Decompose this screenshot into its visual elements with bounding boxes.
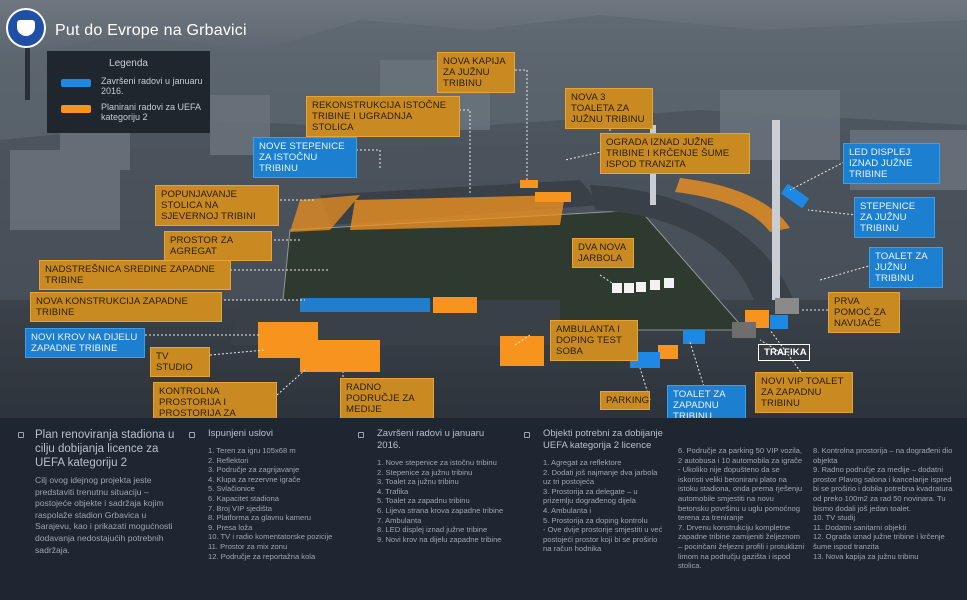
label-popunjavanje: Popunjavanje stolica na sjevernoj tribin… bbox=[155, 185, 279, 226]
intro-text: Cilj ovog idejnog projekta jeste predsta… bbox=[35, 475, 173, 555]
list-item: - Ove dvije prostorije smjestiti u već p… bbox=[543, 525, 663, 554]
list-item: 11. Dodatni sanitarni objekti bbox=[813, 522, 907, 532]
list-item: 13. Nova kapija za južnu tribinu bbox=[813, 551, 919, 561]
objekti-list-1: 1. Agregat za reflektore 2. Dodati još n… bbox=[543, 458, 665, 554]
list-item: 4. Trafika bbox=[377, 486, 409, 496]
label-tv-studio: TV studio bbox=[150, 347, 210, 377]
bullet-marker bbox=[189, 432, 195, 438]
legend-pole bbox=[25, 48, 30, 100]
label-rekonstrukcija-istocne: Rekonstrukcija istočne tribine i ugradnj… bbox=[306, 96, 460, 137]
list-item: 9. Novi krov na dijelu zapadne tribine bbox=[377, 534, 502, 544]
legend-label-completed: Završeni radovi u januaru 2016. bbox=[101, 76, 203, 96]
label-prva-pomoc: Prva pomoć za navijače bbox=[828, 292, 900, 333]
list-item: 5. Svlačionice bbox=[208, 484, 255, 494]
label-toalet-juzna: Toalet za južnu tribinu bbox=[869, 247, 943, 288]
label-led-displej: LED displej iznad južne tribine bbox=[843, 143, 940, 184]
list-item: 3. Toalet za južnu tribinu bbox=[377, 477, 459, 487]
bullet-marker bbox=[358, 432, 364, 438]
ispunjeni-column: Ispunjeni uslovi 1. Teren za igru 105x68… bbox=[208, 428, 348, 561]
legend-swatch-completed bbox=[61, 79, 91, 87]
label-nova-konstrukcija: Nova konstrukcija zapadne tribine bbox=[30, 292, 222, 322]
legend: Legenda Završeni radovi u januaru 2016. … bbox=[47, 51, 210, 133]
list-item: - Ukoliko nije dopušteno da se iskoristi… bbox=[678, 465, 803, 523]
list-item: 12. Ograda iznad južne tribine i krčenje… bbox=[813, 532, 945, 551]
label-dva-jarbola: Dva nova jarbola bbox=[572, 238, 634, 268]
list-item: 10. TV studij bbox=[813, 513, 856, 523]
list-item: 4. Ambulanta i bbox=[543, 505, 592, 515]
ispunjeni-list: 1. Teren za igru 105x68 m 2. Reflektori … bbox=[208, 446, 348, 561]
label-novi-krov: Novi krov na dijelu zapadne tribine bbox=[25, 328, 145, 358]
legend-title: Legenda bbox=[109, 58, 148, 69]
label-nova-kapija: Nova kapija za južnu tribinu bbox=[437, 52, 515, 93]
label-trafika: Trafika bbox=[758, 344, 810, 361]
list-item: 6. Područje za parking 50 VIP vozila, 2 … bbox=[678, 446, 803, 465]
objekti-column-2: 6. Područje za parking 50 VIP vozila, 2 … bbox=[678, 440, 806, 571]
info-panel: Plan renoviranja stadiona u cilju dobija… bbox=[0, 418, 967, 600]
list-item: 4. Klupa za rezervne igrače bbox=[208, 474, 301, 484]
label-ambulanta: Ambulanta i doping test soba bbox=[550, 320, 638, 361]
list-item: 1. Nove stepenice za istočnu tribinu bbox=[377, 458, 497, 467]
list-item: 1. Agregat za reflektore bbox=[543, 458, 622, 467]
list-item: 7. Broj VIP sjedišta bbox=[208, 503, 273, 513]
objekti-column-3: 8. Kontrolna prostorija – na dograđeni d… bbox=[813, 440, 958, 561]
label-ograda: Ograda iznad južne tribine i krčenje šum… bbox=[600, 133, 750, 174]
club-logo bbox=[6, 8, 46, 48]
list-item: 2. Reflektori bbox=[208, 455, 249, 465]
intro-heading: Plan renoviranja stadiona u cilju dobija… bbox=[35, 429, 175, 469]
label-radno: Radno područje za medije bbox=[340, 378, 434, 418]
list-item: 8. Platforma za glavnu kameru bbox=[208, 513, 311, 523]
list-item: 3. Područje za zagrijavanje bbox=[208, 465, 300, 475]
list-item: 10. TV i radio komentatorske pozicije bbox=[208, 532, 333, 542]
list-item: 6. Lijeva strana krova zapadne tribine bbox=[377, 505, 504, 515]
label-nadstresnica: Nadstrešnica sredine zapadne tribine bbox=[39, 260, 231, 290]
label-nove-stepenice: Nove stepenice za istočnu tribinu bbox=[253, 137, 357, 178]
list-item: 7. Ambulanta bbox=[377, 515, 422, 525]
intro-column: Plan renoviranja stadiona u cilju dobija… bbox=[35, 428, 175, 556]
page-title: Put do Evrope na Grbavici bbox=[55, 22, 247, 39]
label-stepenice-juzna: Stepenice za južnu tribinu bbox=[854, 197, 935, 238]
list-item: 12. Područje za reportažna kola bbox=[208, 551, 316, 561]
label-nova-3-toaleta: Nova 3 toaleta za južnu tribinu bbox=[565, 88, 653, 129]
list-item: 3. Prostorija za delegate – u prizemlju … bbox=[543, 486, 638, 506]
ispunjeni-heading: Ispunjeni uslovi bbox=[208, 428, 273, 439]
list-item: 8. LED displej iznad južne tribine bbox=[377, 525, 488, 535]
objekti-list-2: 6. Područje za parking 50 VIP vozila, 2 … bbox=[678, 446, 806, 571]
stadium-photo: Put do Evrope na Grbavici Legenda Završe… bbox=[0, 0, 967, 418]
label-kontrolna: Kontrolna prostorija i prostorija za del… bbox=[153, 382, 277, 418]
zavrseni-heading: Završeni radovi u januaru 2016. bbox=[377, 428, 485, 451]
objekti-heading: Objekti potrebni za dobijanje UEFA kateg… bbox=[543, 428, 663, 451]
list-item: 1. Teren za igru 105x68 m bbox=[208, 446, 296, 455]
zavrseni-column: Završeni radovi u januaru 2016. 1. Nove … bbox=[377, 428, 505, 544]
list-item: 9. Presa loža bbox=[208, 522, 253, 532]
list-item: 7. Drvenu konstrukciju kompletne zapadne… bbox=[678, 522, 805, 571]
objekti-list-3: 8. Kontrolna prostorija – na dograđeni d… bbox=[813, 446, 958, 561]
list-item: 8. Kontrolna prostorija – na dograđeni d… bbox=[813, 446, 953, 465]
legend-swatch-planned bbox=[61, 105, 91, 113]
label-parking: Parking bbox=[600, 391, 650, 410]
legend-label-planned: Planirani radovi za UEFA kategoriju 2 bbox=[101, 102, 201, 122]
list-item: 2. Dodati još najmanje dva jarbola uz tr… bbox=[543, 467, 658, 487]
bullet-marker bbox=[524, 432, 530, 438]
zavrseni-list: 1. Nove stepenice za istočnu tribinu 2. … bbox=[377, 458, 505, 544]
list-item: 2. Stepenice za južnu tribinu bbox=[377, 467, 473, 477]
label-toalet-zapadna: Toalet za zapadnu tribinu bbox=[667, 385, 746, 418]
list-item: 5. Prostorija za doping kontrolu bbox=[543, 515, 648, 525]
list-item: 6. Kapacitet stadiona bbox=[208, 493, 279, 503]
label-vip-toalet: Novi VIP toalet za zapadnu tribinu bbox=[755, 372, 853, 413]
label-prostor-agregat: Prostor za agregat bbox=[164, 231, 272, 261]
objekti-column-1: Objekti potrebni za dobijanje UEFA kateg… bbox=[543, 428, 665, 554]
list-item: 5. Toalet za zapadnu tribinu bbox=[377, 496, 470, 506]
bullet-marker bbox=[18, 432, 24, 438]
list-item: 11. Prostor za mix zonu bbox=[208, 541, 288, 551]
list-item: 9. Radno područje za medije – dodatni pr… bbox=[813, 465, 953, 513]
